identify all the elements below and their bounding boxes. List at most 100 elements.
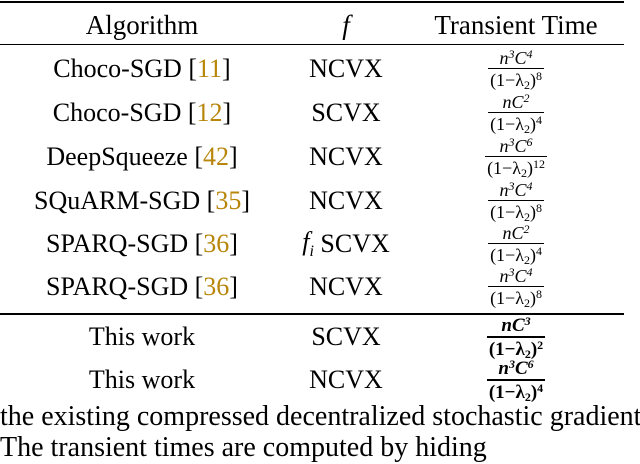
citation-close: ]: [228, 142, 238, 171]
fraction-numerator: nC3: [501, 313, 531, 336]
denominator-exponent: 2: [537, 337, 544, 352]
header-f: f: [342, 9, 350, 40]
denominator-exponent: 8: [535, 286, 542, 301]
table-row-ours: This work SCVX nC3(1−λ2)2: [0, 313, 624, 361]
numerator-exponent: 3: [508, 178, 515, 193]
f-subscript: i: [309, 243, 314, 261]
algorithm-cell: This work: [88, 322, 196, 351]
citation-link: 12: [196, 98, 223, 127]
f-cell: NCVX: [309, 365, 383, 394]
header-transient-time: Transient Time: [434, 9, 598, 40]
caption-line-2: The transient times are computed by hidi…: [0, 432, 487, 463]
transient-fraction: n3C4(1−λ2)8: [488, 180, 544, 223]
fraction-denominator: (1−λ2)12: [487, 156, 545, 180]
fraction-denominator: (1−λ2)4: [490, 243, 542, 267]
fraction-bar: [488, 67, 544, 69]
fraction-denominator: (1−λ2)8: [490, 68, 542, 92]
citation-link: 36: [203, 229, 230, 258]
transient-cell: nC2(1−λ2)4: [408, 222, 624, 266]
f-symbol: fi: [302, 226, 314, 261]
citation-close: ]: [241, 186, 250, 215]
transient-cell: n3C6(1−λ2)4: [408, 356, 624, 404]
citation-link: 42: [202, 142, 229, 171]
f-label: NCVX: [309, 54, 383, 83]
algorithm-name: SPARQ-SGD [: [46, 229, 204, 258]
fraction-numerator: n3C4: [499, 46, 533, 68]
fraction-bar: [486, 335, 546, 338]
lambda-subscript: 2: [523, 77, 530, 92]
numerator-exponent: 3: [524, 313, 531, 328]
transient-fraction: n3C6(1−λ2)4: [486, 356, 546, 404]
f-label: SCVX: [311, 98, 381, 127]
citation-close: ]: [222, 54, 231, 83]
header-row: Algorithm f Transient Time: [0, 3, 624, 47]
table-row: SPARQ-SGD [36] NCVX n3C4(1−λ2)8: [0, 265, 624, 309]
algorithm-cell: Choco-SGD [12]: [0, 91, 284, 135]
numerator-exponent: 4: [526, 178, 533, 193]
fraction-bar: [488, 285, 544, 287]
f-label: NCVX: [309, 272, 383, 301]
numerator-exponent: 4: [526, 264, 533, 279]
table-row: Choco-SGD [12] SCVX nC2(1−λ2)4: [0, 91, 624, 135]
citation-close: ]: [229, 272, 238, 301]
lambda-subscript: 2: [523, 252, 530, 267]
fraction-numerator: n3C4: [499, 178, 533, 200]
algorithm-name: Choco-SGD [: [52, 98, 197, 127]
citation-link: 35: [215, 186, 242, 215]
fraction-denominator: (1−λ2)4: [490, 112, 542, 136]
f-label: NCVX: [309, 186, 383, 215]
algorithm-cell: SPARQ-SGD [36]: [0, 222, 284, 266]
transient-cell: n3C4(1−λ2)8: [408, 179, 624, 223]
f-cell: NCVX: [284, 179, 408, 223]
citation-close: ]: [222, 98, 232, 127]
numerator-exponent: 3: [508, 46, 515, 61]
citation-close: ]: [229, 229, 238, 258]
lambda-subscript: 2: [524, 389, 531, 404]
f-cell: NCVX: [284, 135, 408, 179]
top-rule: [0, 1, 624, 3]
lambda-subscript: 2: [520, 165, 527, 180]
numerator-exponent: 4: [526, 46, 533, 61]
transient-cell: nC3(1−λ2)2: [408, 313, 624, 361]
algorithm-name: SPARQ-SGD [: [46, 272, 204, 301]
fraction-bar: [488, 199, 544, 201]
transient-cell: n3C4(1−λ2)8: [408, 265, 624, 309]
transient-fraction: nC2(1−λ2)4: [488, 223, 544, 266]
numerator-exponent: 2: [523, 221, 530, 236]
f-cell: SCVX: [284, 91, 408, 135]
algorithm-name: Choco-SGD [: [53, 54, 197, 83]
fraction-bar: [488, 111, 544, 113]
citation-link: 36: [203, 272, 230, 301]
algorithm-cell: SQuARM-SGD [35]: [0, 179, 284, 223]
algorithm-name: SQuARM-SGD [: [34, 186, 216, 215]
transient-fraction: nC3(1−λ2)2: [486, 313, 546, 361]
numerator-exponent: 3: [508, 356, 515, 371]
lambda-subscript: 2: [523, 121, 530, 136]
numerator-exponent: 6: [527, 356, 534, 371]
denominator-exponent: 8: [535, 68, 542, 83]
fraction-numerator: nC2: [502, 221, 530, 243]
transient-cell: nC2(1−λ2)4: [408, 91, 624, 135]
lambda-subscript: 2: [523, 295, 530, 310]
f-cell: SCVX: [311, 322, 381, 351]
fraction-denominator: (1−λ2)8: [490, 200, 542, 224]
algorithm-name: DeepSqueeze [: [46, 142, 203, 171]
fraction-denominator: (1−λ2)2: [488, 337, 544, 361]
table-row: SQuARM-SGD [35] NCVX n3C4(1−λ2)8: [0, 179, 624, 223]
numerator-exponent: 3: [508, 264, 515, 279]
denominator-exponent: 4: [535, 112, 542, 127]
transient-fraction: n3C4(1−λ2)8: [488, 266, 544, 309]
fraction-bar: [488, 242, 544, 244]
f-cell: NCVX: [284, 47, 408, 91]
numerator-exponent: 6: [526, 134, 533, 149]
fraction-denominator: (1−λ2)4: [488, 380, 544, 404]
header-algorithm: Algorithm: [85, 9, 199, 40]
f-label: NCVX: [309, 142, 383, 171]
transient-cell: n3C4(1−λ2)8: [408, 47, 624, 91]
fraction-numerator: n3C4: [499, 264, 533, 286]
separator-rule: [0, 313, 624, 315]
denominator-exponent: 8: [535, 200, 542, 215]
